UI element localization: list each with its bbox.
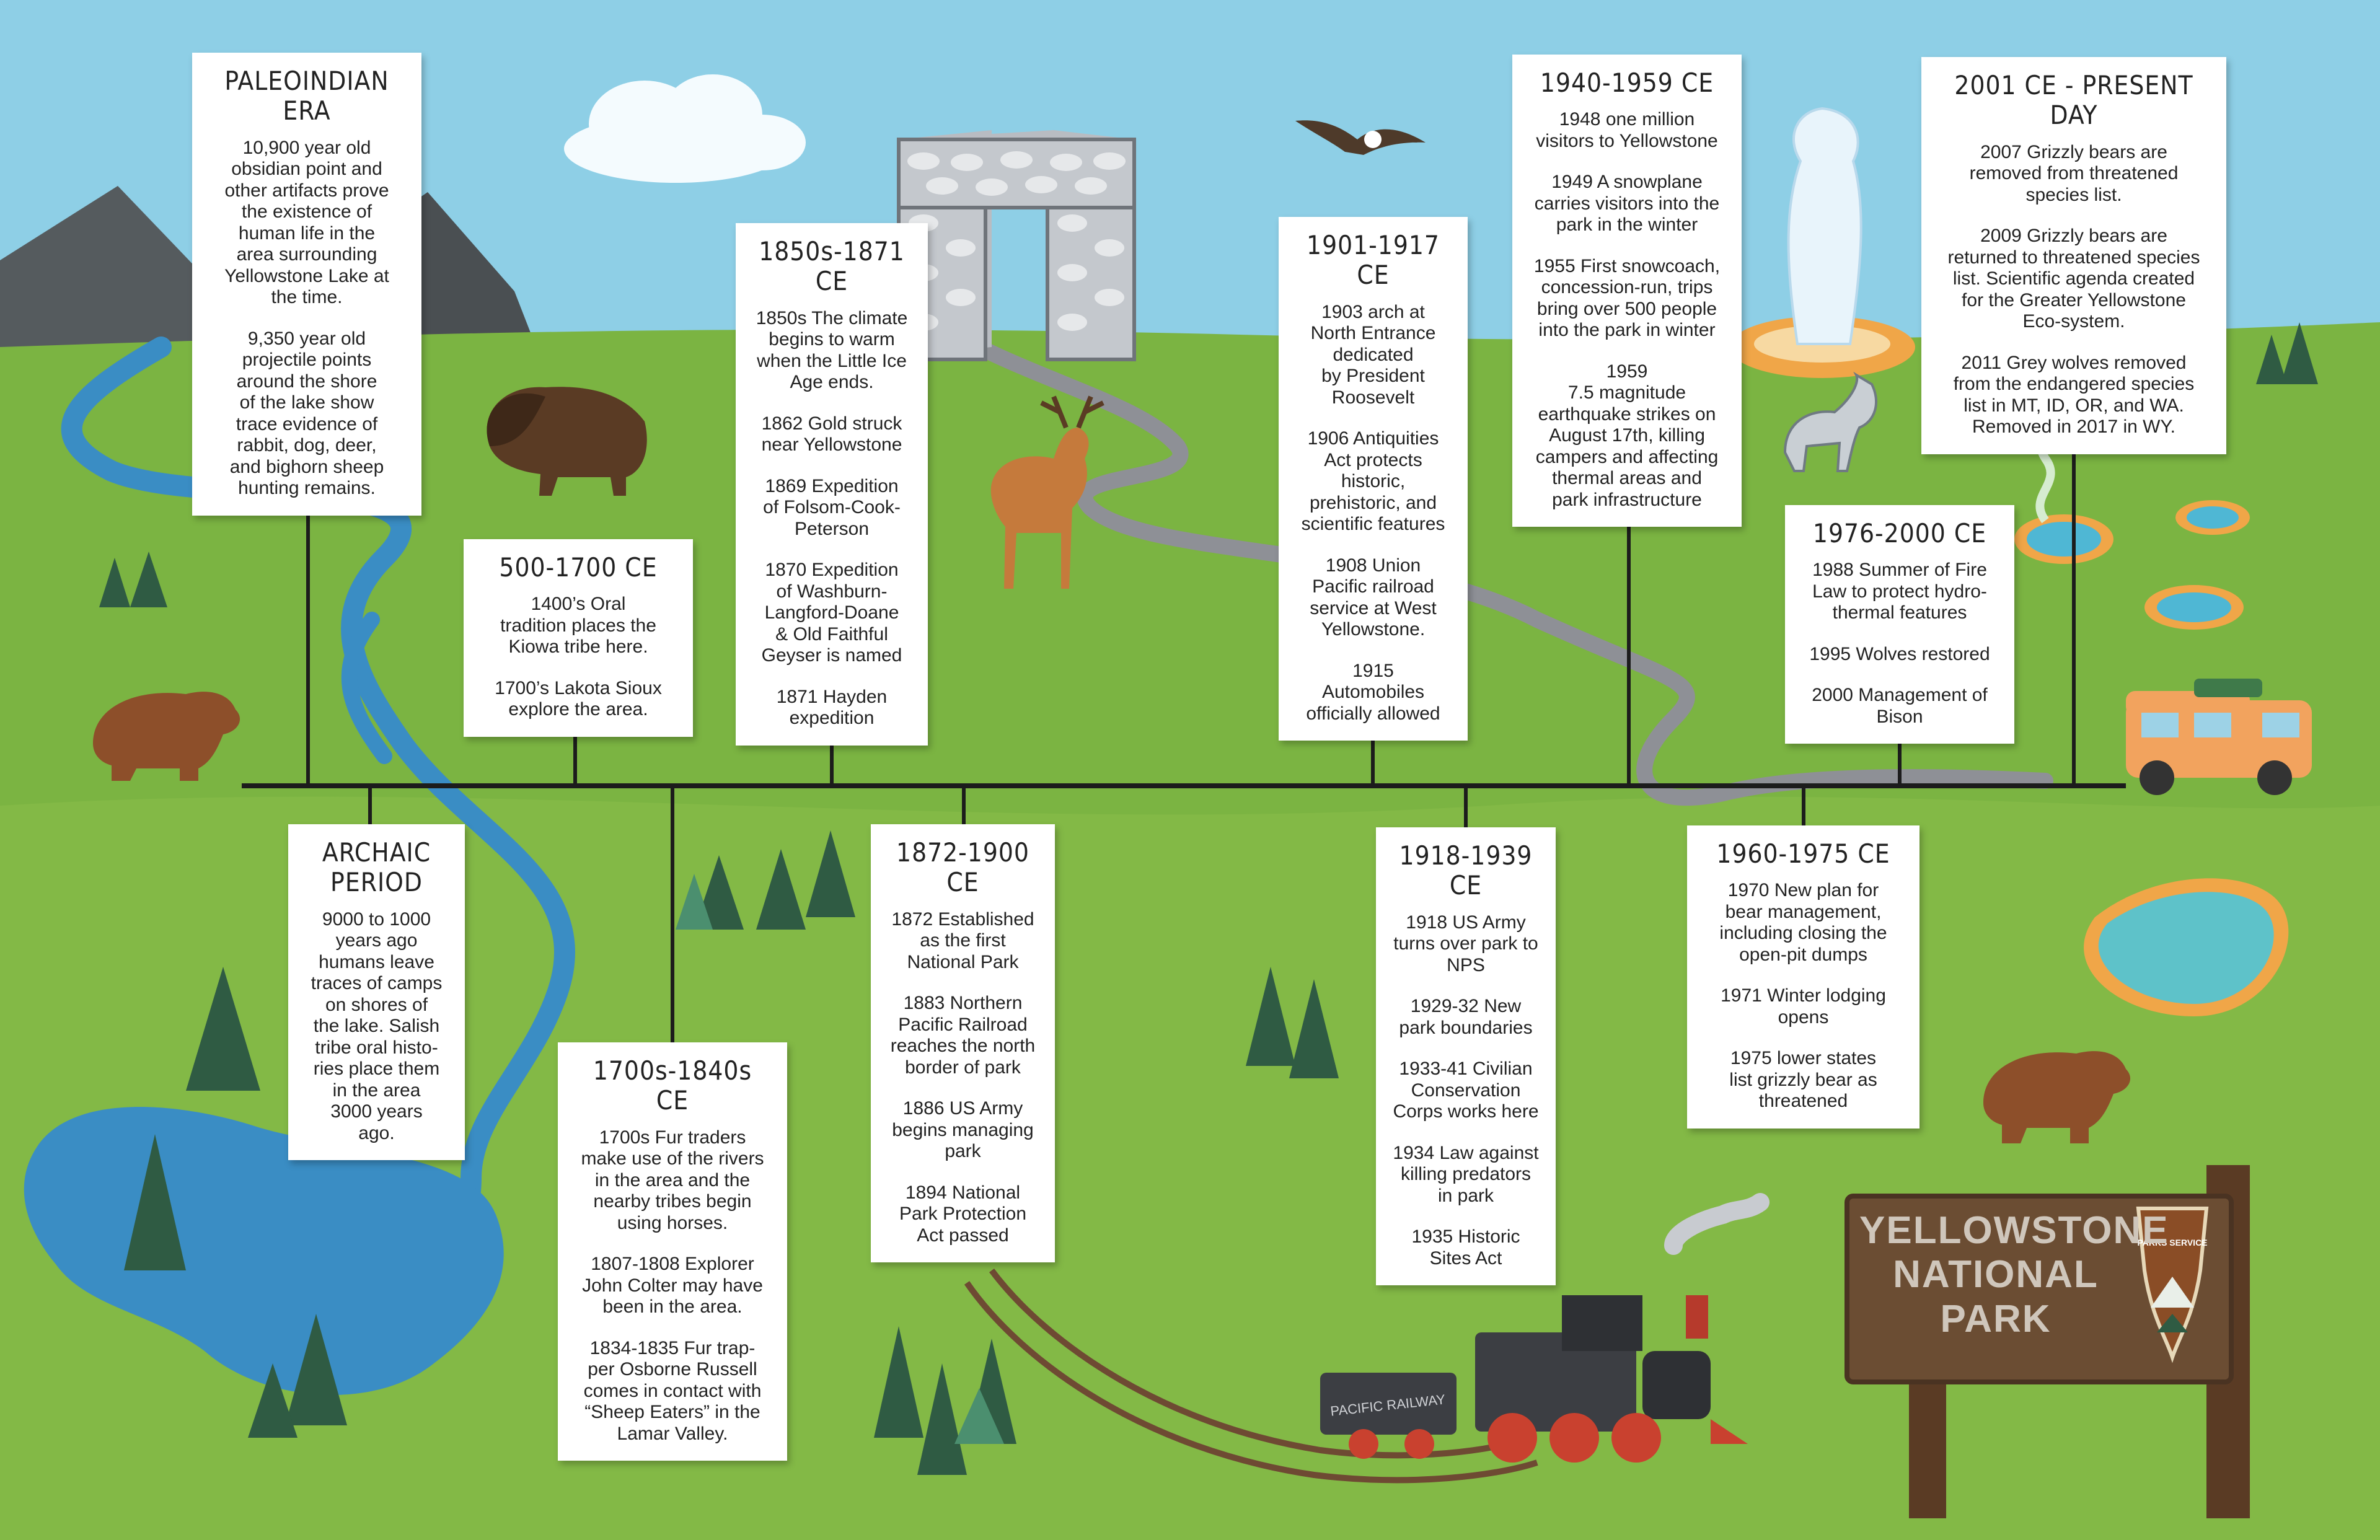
timeline-entry: 1886 US Army begins managing park [892,1098,1034,1162]
train-icon: PACIFIC RAILWAY [1320,1193,1770,1463]
sign-title: YELLOWSTONE NATIONAL PARK [1859,1209,2169,1340]
timeline-entry: 1700s Fur traders make use of the rivers… [581,1127,764,1233]
eagle-icon [1295,120,1426,155]
timeline-entry: 1872 Established as the first National P… [891,909,1034,972]
bear-icon [93,692,240,781]
timeline-card-title: 1700s-1840s CE [593,1055,752,1116]
timeline-entry: 1955 First snowcoach, concession-run, tr… [1533,255,1721,341]
hot-spring-icon [2014,417,2250,630]
timeline-entry: 1869 Expedition of Folsom-Cook- Peterson [763,475,901,539]
timeline-entry: 1862 Gold struck near Yellowstone [761,413,902,455]
timeline-entry: 2000 Management of Bison [1812,685,1988,727]
timeline-card-2001-present: 2001 CE - PRESENT DAY 2007 Grizzly bears … [1921,57,2226,454]
timeline-entry: 9000 to 1000 years ago humans leave trac… [311,909,443,1143]
arrowhead-badge-icon: PARKS SERVICE [2136,1207,2209,1363]
river [341,612,392,764]
timeline-card-paleoindian: PALEOINDIAN ERA 10,900 year old obsidian … [192,53,421,516]
timeline-card-title: 1901-1917 CE [1307,230,1440,291]
timeline-card-1918-1939: 1918-1939 CE 1918 US Army turns over park… [1376,827,1556,1286]
timeline-card-title: 500-1700 CE [499,552,658,583]
geyser-icon [1729,107,1915,378]
timeline-entry: 1807-1808 Explorer John Colter may have … [582,1254,763,1318]
timeline-card-title: 1960-1975 CE [1716,838,1890,869]
timeline-entry: 1970 New plan for bear management, inclu… [1719,880,1887,965]
railroad-track [989,1268,1532,1459]
road [971,339,2053,806]
timeline-entry: 1988 Summer of Fire Law to protect hydro… [1812,560,1987,623]
timeline-entry: 1870 Expedition of Washburn- Langford-Do… [761,560,902,666]
timeline-entry: 2009 Grizzly bears are returned to threa… [1947,226,2200,332]
timeline-entry: 1971 Winter lodging opens [1721,985,1886,1027]
bison-icon [487,387,647,496]
timeline-entry: 1929-32 New park boundaries [1399,996,1533,1038]
timeline-card-1850s-1871: 1850s-1871 CE 1850s The climate begins to… [736,223,928,746]
timeline-entry: 1871 Hayden expedition [776,686,888,729]
timeline-card-title: 1872-1900 CE [896,837,1029,898]
camper-van-icon [2126,679,2312,795]
timeline-entry: 1903 arch at North Entrance dedicated by… [1310,301,1436,408]
timeline-entry: 2007 Grizzly bears are removed from thre… [1969,141,2179,205]
timeline-entry: 1933-41 Civilian Conservation Corps work… [1393,1058,1539,1122]
hot-spring-icon [2084,878,2289,1016]
timeline-entry: 1883 Northern Pacific Railroad reaches t… [890,993,1036,1078]
timeline-entry: 1915 Automobiles officially allowed [1306,660,1440,724]
park-sign: PARKS SERVICE [1844,1165,2250,1518]
timeline-entry: 1894 National Park Protection Act passed [899,1182,1027,1246]
timeline-card-1976-2000: 1976-2000 CE 1988 Summer of Fire Law to p… [1785,505,2014,744]
timeline-entry: 1908 Union Pacific railroad service at W… [1310,555,1437,640]
badge-label: PARKS SERVICE [2137,1238,2207,1247]
timeline-card-title: 1976-2000 CE [1812,518,1987,548]
timeline-entry: 1934 Law against killing predators in pa… [1393,1142,1539,1206]
railroad-track [964,1281,1538,1484]
river [61,337,575,1324]
timeline-card-1960-1975: 1960-1975 CE 1970 New plan for bear manag… [1687,825,1919,1129]
timeline-card-title: 1918-1939 CE [1399,840,1533,901]
tree-icon [676,874,1004,1444]
lake [24,1107,504,1395]
timeline-entry: 1850s The climate begins to warm when th… [756,307,908,393]
timeline-entry: 1935 Historic Sites Act [1411,1226,1520,1269]
timeline-card-500-1700: 500-1700 CE 1400’s Oral tradition places … [464,539,693,737]
timeline-axis [242,454,2126,1042]
timeline-card-1872-1900: 1872-1900 CE 1872 Established as the firs… [871,824,1055,1263]
wolf-icon [1783,371,1878,472]
timeline-card-title: 1940-1959 CE [1540,68,1714,98]
timeline-card-1901-1917: 1901-1917 CE 1903 arch at North Entrance … [1279,217,1468,741]
tree-icon [99,322,2318,1475]
timeline-entry: 1975 lower states list grizzly bear as t… [1729,1048,1877,1112]
timeline-entry: 1948 one million visitors to Yellowstone [1536,109,1718,151]
timeline-entry: 1400’s Oral tradition places the Kiowa t… [500,594,656,658]
timeline-entry: 1995 Wolves restored [1809,643,1990,664]
timeline-card-archaic: ARCHAIC PERIOD 9000 to 1000 years ago hum… [288,824,465,1161]
timeline-entry: 1834-1835 Fur trap- per Osborne Russell … [583,1337,762,1444]
timeline-entry: 9,350 year old projectile points around … [229,328,384,499]
bear-icon [1983,1051,2131,1143]
timeline-card-1940-1959: 1940-1959 CE 1948 one million visitors to… [1512,55,1742,527]
timeline-entry: 2011 Grey wolves removed from the endang… [1953,352,2195,438]
cloud-icon [564,74,806,183]
timeline-entry: 1700’s Lakota Sioux explore the area. [495,677,662,720]
timeline-entry: 1918 US Army turns over park to NPS [1393,912,1538,975]
deer-icon [990,395,1104,589]
timeline-card-title: 1850s-1871 CE [759,236,905,297]
timeline-entry: 1959 7.5 magnitude earthquake strikes on… [1535,361,1719,510]
timeline-card-title: 2001 CE - PRESENT DAY [1954,70,2193,131]
timeline-card-1700s-1840s: 1700s-1840s CE 1700s Fur traders make use… [558,1042,787,1461]
timeline-entry: 10,900 year old obsidian point and other… [224,137,389,308]
timeline-card-title: PALEOINDIAN ERA [224,66,389,126]
timeline-card-title: ARCHAIC PERIOD [322,837,431,898]
timeline-entry: 1949 A snowplane carries visitors into t… [1534,172,1720,235]
timeline-entry: 1906 Antiquities Act protects historic, … [1301,428,1445,535]
